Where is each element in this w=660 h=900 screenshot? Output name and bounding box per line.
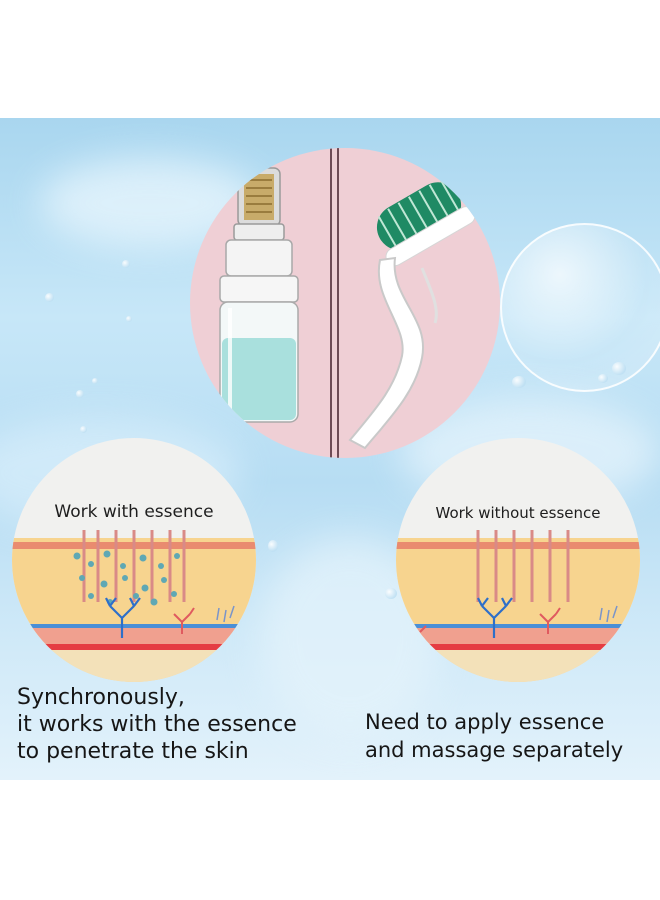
water-droplet	[122, 260, 130, 268]
skin-layers-without-essence	[396, 530, 640, 682]
water-droplet	[126, 316, 132, 322]
water-droplet	[512, 376, 526, 388]
hydra-roller-bottle-illustration	[219, 167, 299, 423]
divider-line	[330, 148, 332, 458]
divider-line	[337, 148, 339, 458]
caption-line: Synchronously,	[17, 685, 185, 710]
product-display-circle	[190, 148, 500, 458]
water-droplet	[80, 426, 87, 433]
caption-line: to penetrate the skin	[17, 739, 249, 764]
water-droplet	[76, 390, 84, 398]
skin-layers-with-essence	[12, 530, 256, 682]
with-essence-label: Work with essence	[54, 502, 214, 522]
without-essence-caption: Need to apply essence and massage separa…	[365, 708, 623, 764]
water-bubble	[500, 223, 660, 392]
without-essence-circle: Work without essence	[396, 438, 640, 682]
without-essence-label: Work without essence	[435, 504, 601, 522]
derma-roller-illustration	[348, 179, 476, 450]
water-droplet	[45, 293, 54, 302]
water-droplet	[385, 588, 397, 599]
caption-line: Need to apply essence	[365, 710, 605, 734]
water-droplet	[612, 362, 626, 375]
caption-line: and massage separately	[365, 738, 624, 762]
with-essence-circle: Work with essence	[12, 438, 256, 682]
with-essence-caption: Synchronously, it works with the essence…	[17, 684, 297, 765]
water-droplet	[92, 378, 98, 384]
water-droplet	[598, 374, 608, 383]
caption-line: it works with the essence	[17, 712, 297, 737]
water-droplet	[268, 540, 278, 552]
product-comparison-graphic: Work with essence	[0, 118, 660, 780]
